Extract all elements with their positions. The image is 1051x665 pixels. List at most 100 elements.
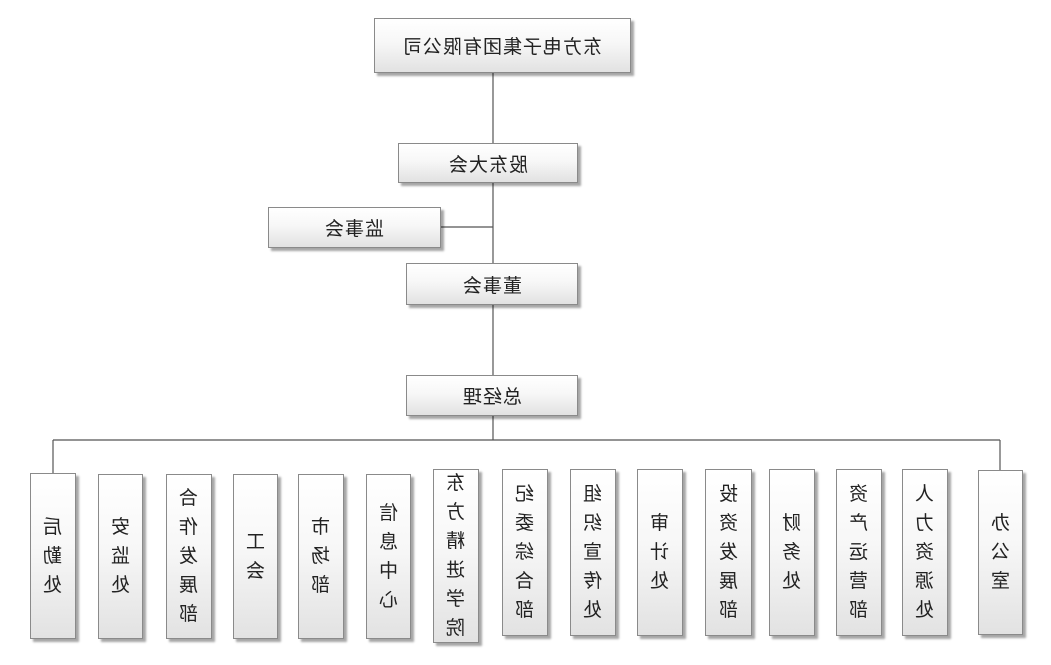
dept-label-char: 部: [849, 599, 869, 621]
dept-label-char: 投: [718, 483, 738, 505]
dept-label-char: 纪: [515, 483, 535, 505]
node-shareholders-meeting: 股东大会: [398, 143, 578, 183]
dept-node-9: 组织宣传处: [570, 469, 616, 636]
dept-label-char: 监: [110, 545, 130, 567]
dept-label-char: 财: [782, 512, 802, 534]
dept-node-13: 资产运营部: [836, 469, 882, 636]
dept-label-char: 工: [245, 530, 265, 553]
dept-node-label: 纪委综合部: [515, 480, 534, 625]
dept-label-char: 东: [446, 472, 466, 494]
dept-label-char: 院: [446, 617, 466, 639]
dept-label-char: 处: [43, 573, 63, 596]
dept-label-char: 部: [179, 603, 199, 625]
dept-label-char: 会: [245, 559, 265, 582]
dept-label-char: 办: [990, 512, 1010, 534]
dept-label-char: 综: [515, 541, 535, 563]
dept-node-label: 办公室: [991, 509, 1010, 596]
node-board-of-directors-label: 董事会: [461, 274, 522, 297]
dept-node-label: 财务处: [782, 509, 801, 596]
dept-node-label: 市场部: [311, 513, 330, 600]
node-shareholders-meeting-label: 股东大会: [447, 153, 528, 176]
node-supervisory-board-label: 监事会: [324, 218, 385, 240]
root-node: 东方电子集团有限公司: [374, 18, 631, 73]
dept-label-char: 处: [650, 570, 670, 592]
dept-node-label: 工会: [246, 528, 265, 586]
dept-node-label: 合作发展部: [179, 484, 198, 629]
dept-node-6: 信息中心: [366, 474, 411, 639]
dept-label-char: 场: [311, 545, 331, 567]
dept-node-1: 后勤处: [30, 473, 76, 639]
dept-label-char: 力: [915, 512, 935, 534]
dept-label-char: 精: [446, 530, 466, 552]
dept-label-char: 学: [446, 588, 466, 610]
dept-node-7: 东方精进学院: [433, 469, 479, 643]
dept-label-char: 传: [583, 570, 603, 592]
dept-label-char: 发: [718, 541, 738, 563]
dept-label-char: 公: [990, 541, 1010, 563]
dept-label-char: 源: [915, 570, 935, 592]
node-supervisory-board: 监事会: [268, 207, 441, 248]
dept-node-12: 财务处: [769, 469, 815, 636]
dept-label-char: 处: [782, 570, 802, 592]
node-general-manager-label: 总经理: [461, 386, 522, 408]
dept-label-char: 组: [583, 483, 603, 505]
dept-label-char: 展: [718, 570, 738, 592]
dept-label-char: 心: [378, 588, 398, 611]
dept-node-2: 安监处: [98, 474, 143, 639]
dept-label-char: 审: [650, 512, 670, 534]
dept-node-label: 人力资源处: [915, 480, 934, 625]
dept-node-label: 信息中心: [379, 499, 398, 615]
dept-label-char: 勤: [43, 544, 63, 567]
dept-label-char: 进: [446, 559, 466, 581]
dept-label-char: 务: [782, 541, 802, 563]
dept-node-11: 投资发展部: [705, 469, 752, 636]
dept-label-char: 委: [515, 512, 535, 534]
dept-node-4: 工会: [233, 474, 278, 639]
dept-label-char: 方: [446, 501, 466, 523]
dept-label-char: 运: [849, 541, 869, 563]
dept-node-label: 投资发展部: [719, 480, 738, 625]
dept-node-8: 纪委综合部: [502, 469, 548, 636]
dept-label-char: 宣: [583, 541, 603, 563]
dept-label-char: 处: [583, 599, 603, 621]
dept-node-10: 审计处: [637, 469, 683, 636]
dept-node-label: 东方精进学院: [446, 469, 465, 643]
dept-label-char: 信: [378, 501, 398, 524]
dept-label-char: 后: [43, 515, 63, 538]
dept-label-char: 中: [378, 559, 398, 582]
node-general-manager: 总经理: [406, 375, 578, 416]
dept-node-14: 人力资源处: [902, 469, 948, 636]
dept-node-label: 资产运营部: [849, 480, 868, 625]
dept-label-char: 展: [179, 574, 199, 596]
dept-node-label: 后勤处: [43, 513, 62, 600]
dept-label-char: 市: [311, 516, 331, 538]
dept-node-label: 组织宣传处: [583, 480, 602, 625]
dept-node-3: 合作发展部: [166, 474, 212, 639]
dept-node-label: 安监处: [111, 513, 130, 600]
node-board-of-directors: 董事会: [406, 263, 578, 305]
dept-label-char: 营: [849, 570, 869, 592]
dept-label-char: 产: [849, 512, 869, 534]
dept-label-char: 处: [110, 574, 130, 596]
dept-label-char: 资: [849, 483, 869, 505]
dept-label-char: 人: [915, 483, 935, 505]
dept-label-char: 资: [915, 541, 935, 563]
dept-label-char: 息: [378, 530, 398, 553]
dept-node-15: 办公室: [978, 470, 1023, 635]
dept-node-5: 市场部: [298, 474, 344, 639]
dept-label-char: 计: [650, 541, 670, 563]
dept-label-char: 安: [110, 516, 130, 538]
dept-label-char: 处: [915, 599, 935, 621]
dept-label-char: 部: [311, 574, 331, 596]
dept-label-char: 部: [718, 599, 738, 621]
dept-label-char: 部: [515, 599, 535, 621]
dept-label-char: 资: [718, 512, 738, 534]
dept-label-char: 织: [583, 512, 603, 534]
dept-label-char: 发: [179, 545, 199, 567]
dept-label-char: 合: [515, 570, 535, 592]
dept-label-char: 室: [990, 570, 1010, 592]
dept-label-char: 作: [179, 516, 199, 538]
dept-label-char: 合: [179, 487, 199, 509]
dept-node-label: 审计处: [650, 509, 669, 596]
